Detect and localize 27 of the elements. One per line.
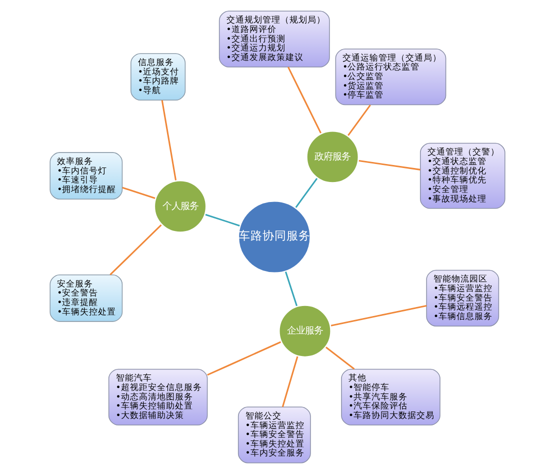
- connector: [358, 160, 420, 170]
- node-circle: 车路协同服务: [236, 199, 312, 275]
- node-box: 智能物流园区 •车辆运营监控 •车辆安全警告 •车辆远程遥控 •车辆信息服务: [426, 270, 499, 326]
- connector: [160, 100, 176, 180]
- node-box: 交通管理（交警） •交通状态监管 •交通控制优化 •特种车辆优先 •安全管理 •事故现场处理: [419, 142, 505, 209]
- connector: [281, 356, 298, 408]
- node-box: 智能汽车 •超视距安全信息服务 •动态高清地图服务 •车辆失控辅助处置 •大数据辅助决策: [108, 368, 208, 426]
- connector: [206, 341, 281, 376]
- node-circle: 企业服务: [276, 304, 332, 359]
- connector: [284, 272, 298, 306]
- node-box: 其他 •智能停车 •共享汽车服务 •汽车保险评估 •车路协同大数据交易: [340, 368, 440, 426]
- connector: [324, 346, 354, 370]
- connector: [122, 186, 155, 199]
- node-circle: 个人服务: [152, 178, 208, 234]
- connector: [294, 178, 318, 208]
- node-box: 交通运输管理（交通局） •公路运行状态监管 •公交监管 •货运监管 •停车监管: [334, 48, 446, 106]
- node-box: 效率服务 •车内信号灯 •车速引导 •拥堵绕行提醒: [49, 152, 122, 200]
- connector: [330, 304, 426, 326]
- node-box: 安全服务 •安全警告 •违章提醒 •车辆失控处置: [49, 274, 122, 322]
- connector: [347, 104, 370, 136]
- connector: [109, 224, 162, 276]
- node-box: 交通规划管理（规划局） •道路网评价 •交通出行预测 •交通运力规划 •交通发展政策建议: [218, 10, 330, 68]
- node-box: 智能公交 •车辆运营监控 •车辆安全警告 •车辆失控处置 •车内安全服务: [237, 406, 310, 464]
- node-circle: 政府服务: [304, 129, 360, 184]
- connector: [204, 214, 240, 226]
- node-box: 信息服务 •近场支付 •车内路牌 •导航: [130, 53, 186, 101]
- connector: [287, 66, 321, 134]
